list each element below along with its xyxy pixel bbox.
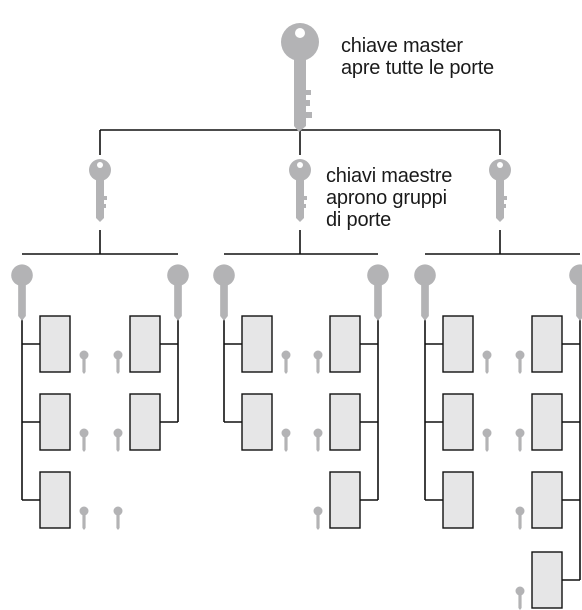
key-icon-sub-right-3	[569, 264, 582, 321]
door-icon-g1-right-1	[129, 315, 161, 373]
door-icon-g2-left-1	[241, 315, 273, 373]
key-icon-door-g1-right-3	[113, 506, 123, 530]
door-icon-g1-left-2	[39, 393, 71, 451]
key-icon-door-g2-left-2	[281, 428, 291, 452]
door-icon-g1-right-2	[129, 393, 161, 451]
key-icon-door-g3-right-1	[515, 350, 525, 374]
door-icon-g3-left-2	[442, 393, 474, 451]
key-icon-door-g2-right-3	[313, 506, 323, 530]
key-icon-sub-left-2	[213, 264, 235, 321]
group-keys-label-line-2: aprono gruppi	[326, 187, 447, 209]
key-icon-door-g3-right-3	[515, 506, 525, 530]
key-icon-door-g3-right-2	[515, 428, 525, 452]
key-icon-door-g3-left-2	[482, 428, 492, 452]
door-icon-g3-right-1	[531, 315, 563, 373]
door-icon-g3-left-1	[442, 315, 474, 373]
key-icon-door-g2-right-1	[313, 350, 323, 374]
door-icon-g2-right-2	[329, 393, 361, 451]
group-keys-label-line-3: di porte	[326, 209, 392, 231]
key-icon-master	[281, 23, 319, 132]
key-icon-door-g2-right-2	[313, 428, 323, 452]
group-keys-label: chiavi maestre aprono gruppi di porte	[326, 165, 452, 231]
master-key-label-line-1: chiave master	[341, 35, 463, 57]
key-icon-sub-left-1	[11, 264, 33, 321]
door-icon-g3-right-3	[531, 471, 563, 529]
key-icon-group-2	[289, 159, 311, 222]
key-icon-group-3	[489, 159, 511, 222]
master-key-label-line-2: apre tutte le porte	[341, 57, 494, 79]
door-icon-g1-left-3	[39, 471, 71, 529]
key-icon-sub-right-1	[167, 264, 189, 321]
key-icon-door-g3-right-4	[515, 586, 525, 610]
door-icon-g2-right-1	[329, 315, 361, 373]
key-icon-door-g1-left-2	[79, 428, 89, 452]
key-icon-sub-right-2	[367, 264, 389, 321]
door-icon-g2-right-3	[329, 471, 361, 529]
key-icon-door-g3-left-1	[482, 350, 492, 374]
master-key-label: chiave master apre tutte le porte	[341, 35, 494, 79]
key-icon-door-g1-right-1	[113, 350, 123, 374]
key-icon-sub-left-3	[414, 264, 436, 321]
key-icon-door-g2-left-1	[281, 350, 291, 374]
door-icon-g3-left-3	[442, 471, 474, 529]
key-icon-door-g1-left-3	[79, 506, 89, 530]
door-icon-g1-left-1	[39, 315, 71, 373]
door-icon-g3-right-4	[531, 551, 563, 609]
door-icon-g2-left-2	[241, 393, 273, 451]
key-icon-group-1	[89, 159, 111, 222]
group-keys-label-line-1: chiavi maestre	[326, 165, 453, 187]
key-icon-door-g1-left-1	[79, 350, 89, 374]
key-icon-door-g1-right-2	[113, 428, 123, 452]
door-icon-g3-right-2	[531, 393, 563, 451]
